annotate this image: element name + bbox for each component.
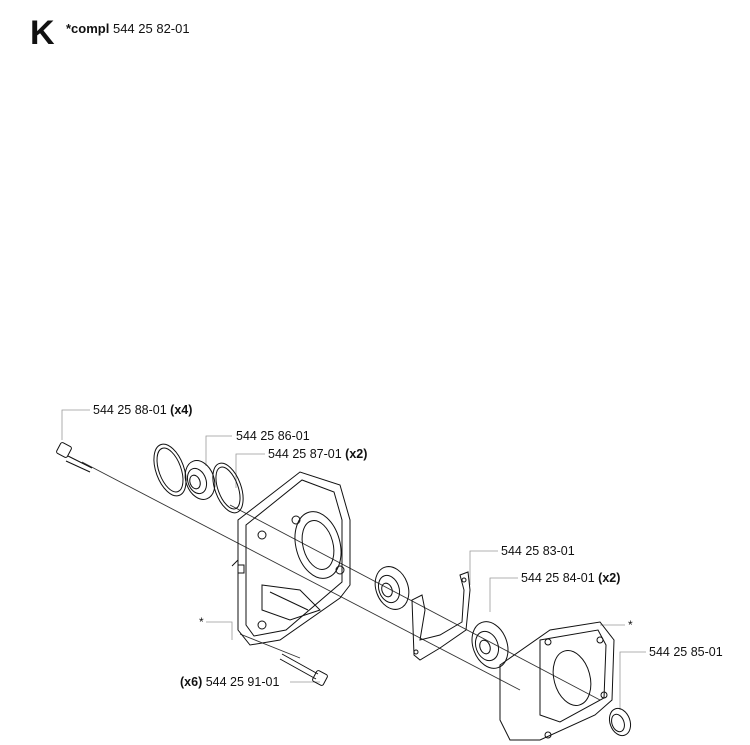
part-label-544-25-85-01: 544 25 85-01 [649, 646, 723, 659]
part-number: 544 25 86-01 [236, 429, 310, 443]
assembly-marker-right: * [628, 618, 633, 632]
complete-assembly-note: *compl 544 25 82-01 [66, 21, 190, 36]
part-qty: (x2) [598, 571, 621, 585]
part-label-544-25-88-01: 544 25 88-01 (x4) [93, 404, 192, 417]
part-qty: (x4) [170, 403, 193, 417]
part-label-544-25-83-01: 544 25 83-01 [501, 545, 575, 558]
crankcase-right-half [499, 621, 615, 741]
part-number: 544 25 83-01 [501, 544, 575, 558]
part-label-544-25-84-01: 544 25 84-01 (x2) [521, 572, 620, 585]
part-number: 544 25 84-01 [521, 571, 595, 585]
part-qty: (x2) [345, 447, 368, 461]
oil-seal [608, 707, 632, 737]
part-number: 544 25 87-01 [268, 447, 342, 461]
part-label-544-25-87-01: 544 25 87-01 (x2) [268, 448, 367, 461]
part-label-544-25-91-01: (x6) 544 25 91-01 [180, 676, 279, 689]
crankcase-left-half [231, 471, 351, 646]
leader-lines [61, 409, 646, 710]
section-letter: K [30, 14, 55, 52]
assembly-marker-left: * [199, 615, 204, 629]
compl-part-number: 544 25 82-01 [112, 21, 190, 36]
snap-ring-right [212, 462, 244, 514]
part-qty: (x6) [180, 675, 203, 689]
bolt-top [56, 442, 93, 473]
part-number: 544 25 88-01 [93, 403, 167, 417]
part-number: 544 25 91-01 [205, 675, 280, 689]
assembly-axis-lines [81, 461, 601, 701]
screw-bottom [279, 653, 328, 686]
bearing-small [184, 460, 216, 500]
part-number: 544 25 85-01 [649, 645, 723, 659]
main-bearing-right [471, 621, 509, 669]
gasket [411, 571, 471, 661]
part-label-544-25-86-01: 544 25 86-01 [236, 430, 310, 443]
compl-prefix: *compl [66, 21, 110, 36]
main-bearing-left [374, 566, 410, 610]
snap-ring-left [153, 443, 187, 497]
